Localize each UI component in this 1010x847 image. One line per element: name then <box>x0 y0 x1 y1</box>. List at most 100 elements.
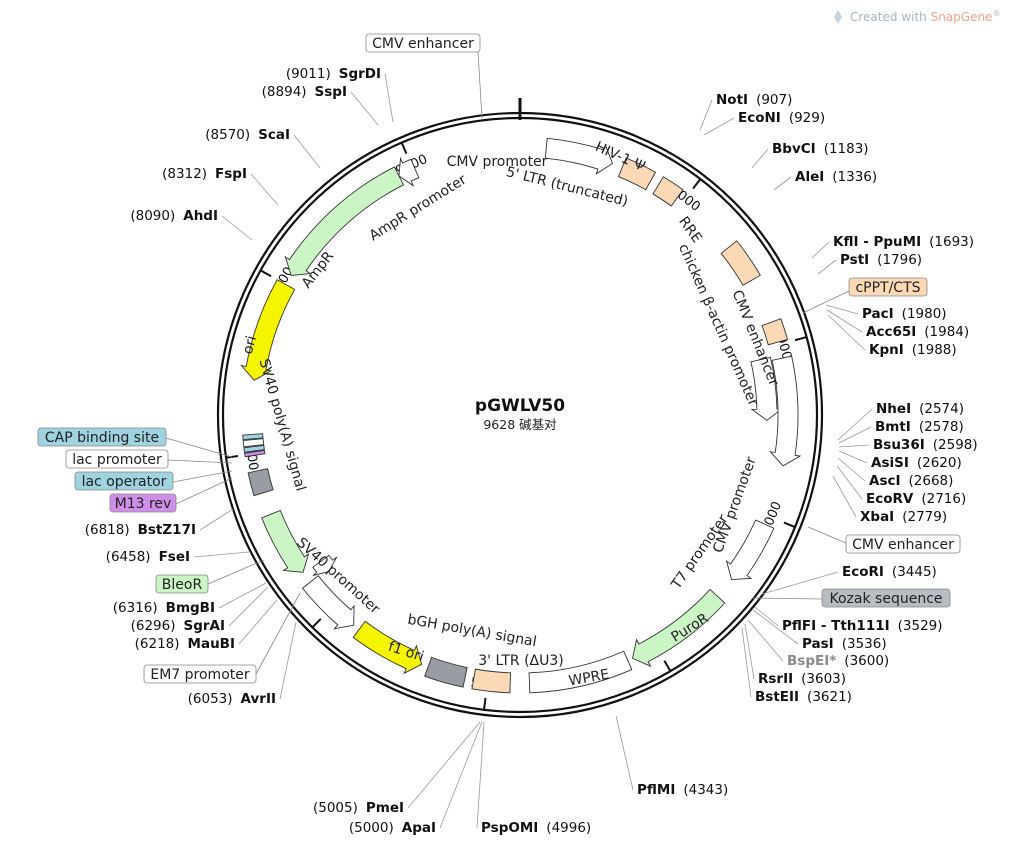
bleor-arrow <box>261 509 310 573</box>
label-text: lac promoter <box>72 452 162 468</box>
enzyme-label: PasI(3536) <box>802 636 887 652</box>
enzyme-label: AscI (2668) <box>869 473 953 489</box>
enzyme-site: KpnI(1988) <box>869 342 957 358</box>
enzyme-position: (2779) <box>902 509 947 525</box>
enzyme-leader <box>747 619 784 662</box>
enzyme-label: EcoNI(929) <box>738 110 825 126</box>
chicken-actin-arrow <box>769 355 802 467</box>
feature-label: 5' LTR (truncated) <box>504 164 629 210</box>
enzyme-label: XbaI (2779) <box>860 509 947 525</box>
enzyme-site: (8570)ScaI <box>205 127 290 143</box>
enzyme-name: EcoRV <box>866 491 914 507</box>
enzyme-site: (8312)FspI <box>162 166 247 182</box>
enzyme-position: (3603) <box>801 671 846 687</box>
enzyme-site: KflI - PpuMI(1693) <box>833 234 974 250</box>
enzyme-name: BspEI* <box>787 653 836 669</box>
snapgene-logo-icon <box>834 10 842 24</box>
enzyme-position: (6053) <box>188 691 233 707</box>
label-leader <box>175 477 233 505</box>
enzyme-site: PflMI(4343) <box>637 782 728 798</box>
enzyme-name: ScaI <box>258 127 290 143</box>
feature-label: ori <box>240 334 260 356</box>
label-box <box>365 33 481 53</box>
enzyme-leader <box>773 176 792 191</box>
watermark-brand: SnapGene <box>931 10 993 24</box>
tick-mark <box>783 521 796 529</box>
enzyme-label: BmtI(2578) <box>875 419 964 435</box>
enzyme-leader <box>250 173 279 206</box>
label-leader <box>207 559 265 585</box>
enzyme-position: (3529) <box>898 618 943 634</box>
enzyme-leader <box>754 606 779 627</box>
enzyme-site: (6218)MauBI <box>135 636 235 652</box>
enzyme-leader <box>752 609 799 645</box>
cmv-enhancer-arrow <box>750 356 784 421</box>
enzyme-leader <box>238 599 278 645</box>
label-text: Kozak sequence <box>830 591 943 607</box>
enzyme-leader <box>826 309 863 333</box>
wpre-box <box>528 650 633 694</box>
label-box <box>109 493 177 513</box>
enzyme-position: (2574) <box>919 401 964 417</box>
label-leader <box>255 592 301 675</box>
enzyme-site: PstI(1796) <box>840 252 922 268</box>
m13-box <box>244 449 266 458</box>
enzyme-site: PflFI - Tth111I (3529) <box>782 618 943 634</box>
label-text: BleoR <box>162 577 203 593</box>
enzyme-leader <box>817 259 837 275</box>
enzyme-leader <box>439 721 483 829</box>
enzyme-label: (6316) BmgBI <box>113 600 215 616</box>
enzyme-label: PacI(1980) <box>862 306 947 322</box>
enzyme-position: (8312) <box>162 166 207 182</box>
cap-box <box>242 433 264 441</box>
enzyme-leader <box>384 73 394 123</box>
enzyme-site: (8090)AhdI <box>130 208 218 224</box>
enzyme-label: AsiSI(2620) <box>871 455 962 471</box>
enzyme-position: (6818) <box>85 522 130 538</box>
enzyme-name: BmgBI <box>166 600 215 616</box>
enzyme-position: (2668) <box>909 473 954 489</box>
enzyme-name: PflFI - Tth111I <box>782 618 890 634</box>
enzyme-name: SgrDI <box>339 66 381 82</box>
lac-promoter-box <box>242 438 265 448</box>
enzyme-position: (4996) <box>546 820 591 836</box>
enzyme-name: NheI <box>876 401 911 417</box>
enzyme-name: BbvCI <box>772 141 816 157</box>
bgh-box <box>424 656 468 688</box>
enzyme-position: (3621) <box>807 689 852 705</box>
ampr-promoter-arrow <box>398 156 420 187</box>
enzyme-position: (6316) <box>113 600 158 616</box>
boxed-label: CMV enhancer <box>365 33 483 119</box>
enzyme-label: AleI(1336) <box>795 169 877 185</box>
enzyme-label: RsrII(3603) <box>758 671 846 687</box>
5ltr-box <box>617 157 657 191</box>
enzyme-name: XbaI <box>860 509 894 525</box>
enzyme-label: (8570)ScaI <box>205 127 290 143</box>
enzyme-leader <box>279 621 297 700</box>
enzyme-site: EcoRI(3445) <box>842 564 937 580</box>
label-box <box>37 427 167 447</box>
enzyme-position: (1980) <box>902 306 947 322</box>
f1ori-arrow <box>352 620 423 675</box>
enzyme-site: AleI(1336) <box>795 169 877 185</box>
tick-mark <box>692 178 702 190</box>
label-text: cPPT/CTS <box>855 280 920 296</box>
enzyme-label: BspEI*(3600) <box>787 653 889 669</box>
enzyme-position: (2598) <box>933 437 978 453</box>
enzyme-position: (1988) <box>912 342 957 358</box>
enzyme-site: (9011)SgrDI <box>286 66 381 82</box>
enzyme-site: (5000)ApaI <box>349 820 436 836</box>
enzyme-position: (6296) <box>131 618 176 634</box>
enzyme-site: Acc65I(1984) <box>866 324 969 340</box>
enzyme-leader <box>407 721 481 809</box>
enzyme-leaders <box>193 73 873 829</box>
enzyme-label: PflFI - Tth111I (3529) <box>782 618 943 634</box>
enzyme-site: (5005)PmeI <box>313 800 404 816</box>
watermark-mark: ® <box>992 9 1000 18</box>
enzyme-leader <box>832 475 857 518</box>
enzyme-name: AleI <box>795 169 824 185</box>
enzyme-name: AscI <box>869 473 901 489</box>
enzyme-site: PacI(1980) <box>862 306 947 322</box>
enzyme-leader <box>218 582 267 609</box>
label-text: CMV enhancer <box>852 537 954 553</box>
